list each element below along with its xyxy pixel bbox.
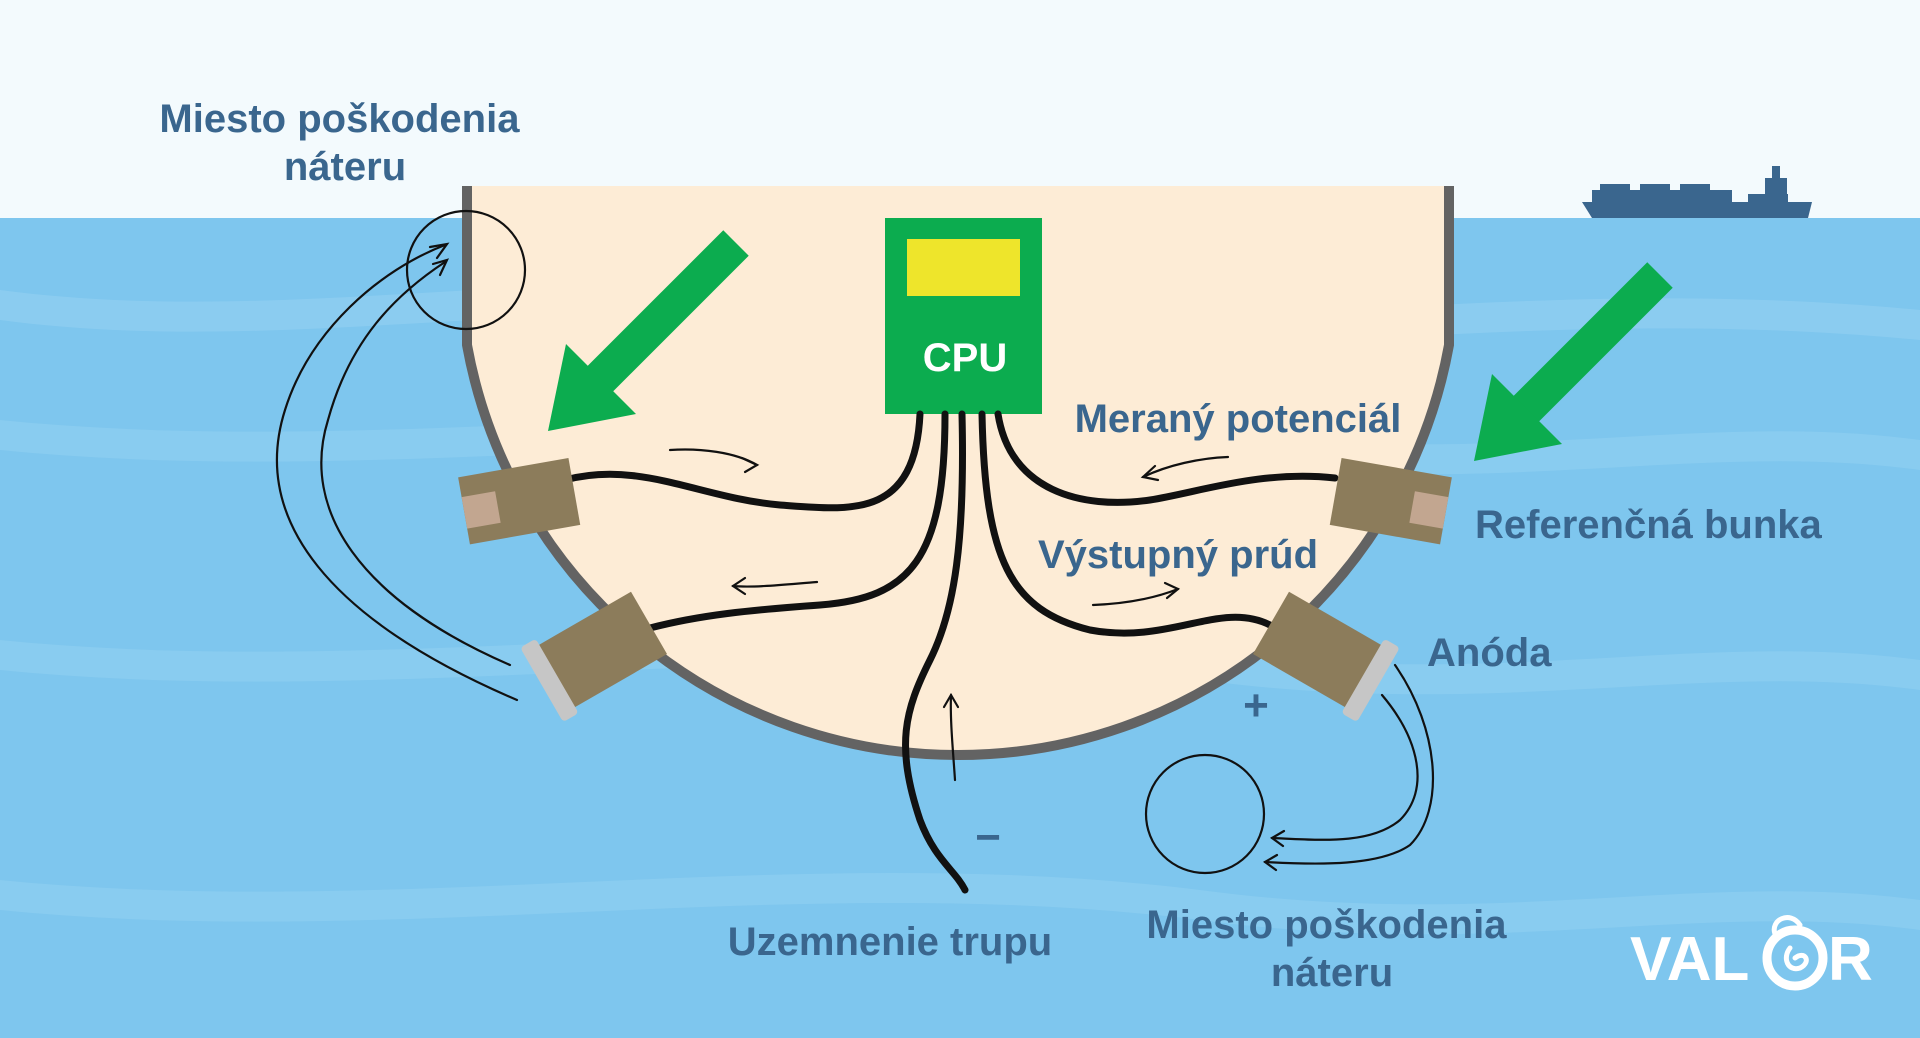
green-arrow-left-icon <box>548 230 749 431</box>
current-path-icon <box>1269 829 1286 848</box>
reference-cell-right <box>1329 457 1452 545</box>
anode-right <box>1253 591 1399 721</box>
label-measured-potential: Meraný potenciál <box>1075 397 1402 441</box>
label-damage-bottom-line1: Miesto poškodenia <box>1146 903 1507 947</box>
sea-wave <box>0 412 1920 475</box>
current-path-icon <box>428 242 450 260</box>
damage-circle-top <box>405 209 527 331</box>
minus-sign: − <box>975 813 1001 862</box>
label-damage-top: Miesto poškodenia náteru <box>159 97 530 189</box>
label-output-current: Výstupný prúd <box>1038 533 1318 577</box>
sea-wave <box>0 632 1920 695</box>
label-damage-top-line1: Miesto poškodenia <box>159 97 520 141</box>
flow-arrow-icon <box>1091 587 1180 607</box>
current-path-icon <box>1270 693 1419 841</box>
anode-left <box>521 591 667 721</box>
current-path-icon <box>1262 853 1279 872</box>
flow-arrow-icon <box>942 692 960 709</box>
cpu-chip <box>907 239 1020 296</box>
wire-anode-left <box>646 410 949 632</box>
cargo-ship-icon <box>1582 166 1812 218</box>
wire-reference-left <box>561 410 924 512</box>
logo-text-left: VAL <box>1630 925 1749 994</box>
damage-circle-bottom <box>1144 753 1266 875</box>
cpu-label: CPU <box>923 336 1007 380</box>
wire-reference-right <box>994 410 1339 506</box>
current-path-icon <box>1263 663 1434 865</box>
current-path-icon <box>275 243 519 702</box>
flow-arrow-icon <box>1163 581 1181 600</box>
current-path-icon <box>320 260 512 667</box>
flow-arrow-icon <box>949 693 957 782</box>
label-hull-grounding: Uzemnenie trupu <box>728 920 1052 964</box>
flow-arrow-icon <box>1141 455 1230 479</box>
plus-sign: + <box>1243 681 1269 730</box>
label-reference-cell: Referenčná bunka <box>1475 503 1823 547</box>
label-damage-top-line2: náteru <box>284 145 406 189</box>
valor-logo: VAL R <box>1630 915 1873 994</box>
sky <box>0 0 1920 220</box>
current-path-icon <box>431 258 450 277</box>
label-damage-bottom: Miesto poškodenia náteru <box>1146 903 1517 995</box>
logo-text-right: R <box>1828 925 1873 994</box>
wire-anode-right <box>978 410 1274 637</box>
green-arrow-right-icon <box>1474 262 1673 461</box>
chameleon-tail-icon <box>1762 915 1828 991</box>
flow-arrow-icon <box>740 456 760 474</box>
flow-arrow-icon <box>1140 464 1160 482</box>
flow-arrow-icon <box>731 576 747 596</box>
flow-arrow-icon <box>731 580 819 588</box>
label-damage-bottom-line2: náteru <box>1271 951 1393 995</box>
wire-ground <box>902 410 969 894</box>
reference-cell-left <box>458 457 581 545</box>
label-anode: Anóda <box>1427 631 1552 675</box>
hull-outline <box>462 186 1454 760</box>
sea-wave <box>0 872 1920 935</box>
